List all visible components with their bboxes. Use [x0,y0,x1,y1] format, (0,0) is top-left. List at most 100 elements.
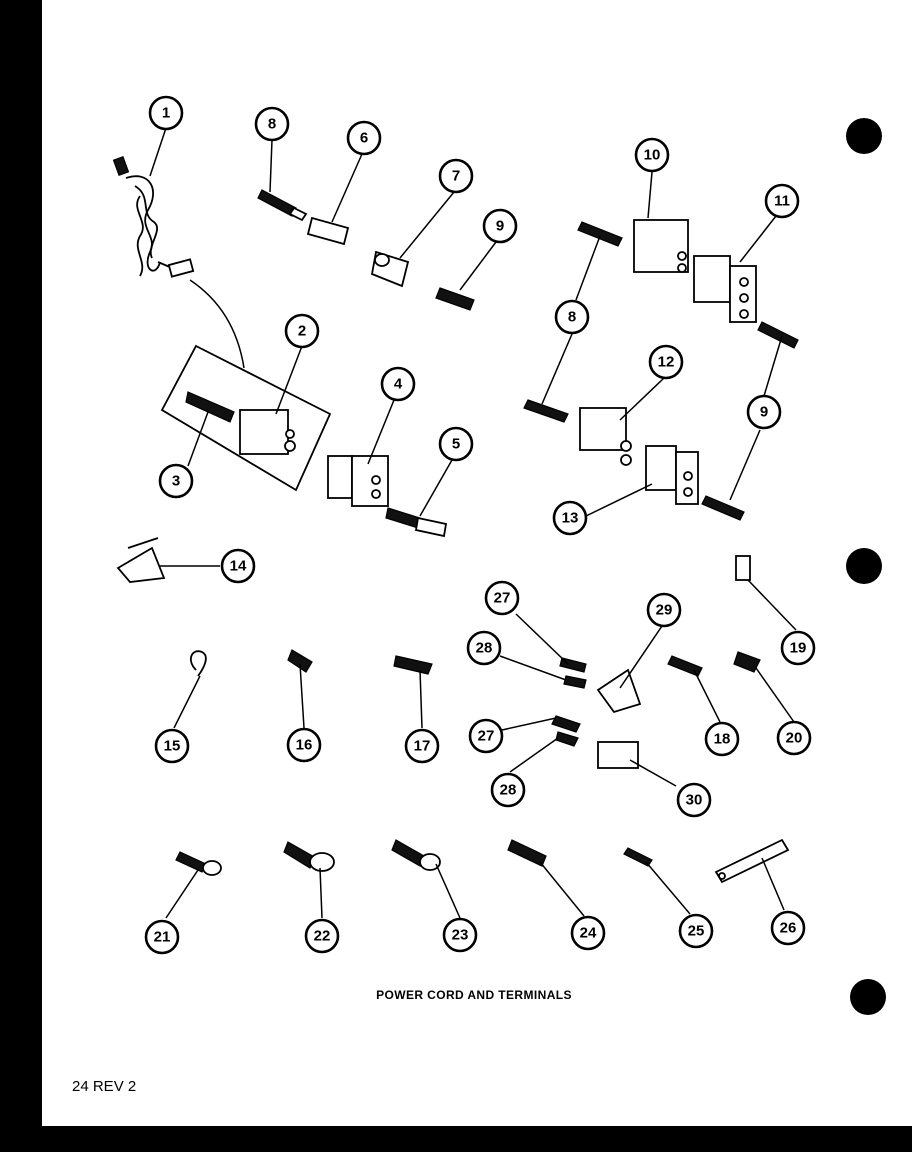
callout-29: 29 [646,592,682,628]
part-terminal-5 [385,507,448,538]
callout-label: 22 [314,928,331,945]
part-terminal-20 [733,651,761,673]
callout-label: 15 [164,738,181,755]
part-terminal-9-right [701,321,799,521]
callout-8-right: 8 [554,299,590,335]
callout-label: 27 [494,590,511,607]
callout-28-top: 28 [466,630,502,666]
part-ring-terminal-23 [391,839,441,871]
callout-22: 22 [304,918,340,954]
callout-10: 10 [634,137,670,173]
callout-28-bottom: 28 [490,772,526,808]
callout-label: 9 [496,218,504,235]
part-terminal-18 [667,655,703,677]
callout-label: 19 [790,640,807,657]
callout-7: 7 [438,158,474,194]
callout-label: 7 [452,168,460,185]
callout-label: 14 [230,558,247,575]
callout-label: 8 [568,309,576,326]
callout-1: 1 [148,95,184,131]
callout-label: 17 [414,738,431,755]
part-ring-terminal-22 [283,841,335,872]
part-terminals-27-28 [551,657,587,747]
callout-21: 21 [144,919,180,955]
binder-hole [850,979,886,1015]
page-number: 24 REV 2 [72,1078,137,1095]
callout-label: 9 [760,404,768,421]
callout-label: 21 [154,929,171,946]
callout-label: 30 [686,792,703,809]
part-connector-12 [579,407,632,466]
callout-label: 11 [774,193,790,210]
callout-label: 28 [476,640,493,657]
callout-30: 30 [676,782,712,818]
callout-label: 18 [714,731,731,748]
callout-label: 26 [780,920,797,937]
part-connector-11 [693,255,757,323]
callout-label: 13 [562,510,579,527]
callout-20: 20 [776,720,812,756]
callout-27-bottom: 27 [468,718,504,754]
binder-hole [846,548,882,584]
callout-24: 24 [570,915,606,951]
callout-16: 16 [286,727,322,763]
callout-9-top: 9 [482,208,518,244]
part-terminal-17 [393,655,433,675]
part-terminal-9-top [435,287,475,311]
callout-3: 3 [158,463,194,499]
part-clip-19 [735,555,751,581]
callout-label: 12 [658,354,675,371]
callout-label: 16 [296,737,313,754]
part-sleeve-6 [306,216,350,246]
binder-hole [846,118,882,154]
part-hook-15 [189,650,207,677]
part-terminal-24 [507,839,547,867]
callout-label: 8 [268,116,276,133]
inset-panel [160,344,332,492]
callout-label: 4 [394,376,403,393]
callout-15: 15 [154,728,190,764]
callout-9-right: 9 [746,394,782,430]
callout-label: 29 [656,602,673,619]
callout-label: 20 [786,730,803,747]
callout-5: 5 [438,426,474,462]
part-sleeve-7 [370,250,410,288]
callout-label: 10 [644,147,661,164]
callout-12: 12 [648,344,684,380]
part-terminal-8-top [257,189,308,222]
callout-27-top: 27 [484,580,520,616]
callout-label: 27 [478,728,495,745]
callout-label: 3 [172,473,180,490]
callout-4: 4 [380,366,416,402]
callout-11: 11 [764,183,800,219]
callout-23: 23 [442,917,478,953]
leader-lines [149,127,797,919]
part-connector-4 [327,455,389,507]
part-terminal-16 [287,649,313,673]
callout-18: 18 [704,721,740,757]
part-housing-29 [596,668,642,714]
diagram-caption: POWER CORD AND TERMINALS [376,988,572,1002]
part-terminal-25 [623,847,653,867]
parts-sheet [42,0,912,1126]
part-connector-13 [645,445,699,505]
callout-19: 19 [780,630,816,666]
callout-2: 2 [284,313,320,349]
callout-label: 23 [452,927,469,944]
callout-label: 1 [162,105,170,122]
part-terminal-8-right [523,221,623,423]
part-clip-14 [116,537,166,583]
callout-6: 6 [346,120,382,156]
callout-25: 25 [678,913,714,949]
callout-label: 6 [360,130,368,147]
callout-label: 5 [452,436,460,453]
callout-8-top: 8 [254,106,290,142]
callout-13: 13 [552,500,588,536]
callout-17: 17 [404,728,440,764]
callout-26: 26 [770,910,806,946]
part-power-cord [112,156,245,369]
callout-label: 25 [688,923,705,940]
part-connector-10 [633,219,689,273]
callout-14: 14 [220,548,256,584]
